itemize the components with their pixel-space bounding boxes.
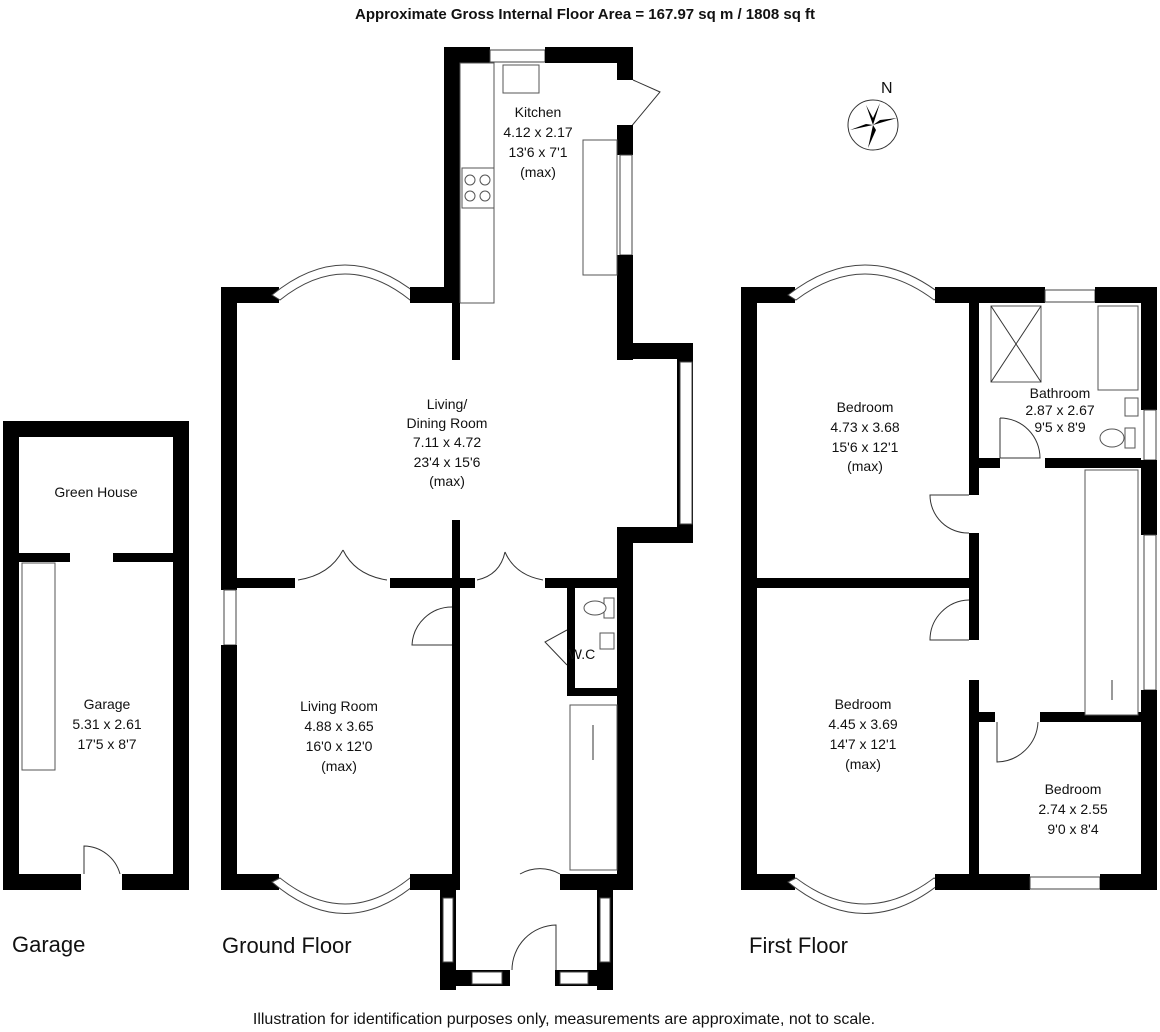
svg-text:5.31 x 2.61: 5.31 x 2.61: [72, 716, 141, 732]
label-living-dining: Living/ Dining Room 7.11 x 4.72 23'4 x 1…: [407, 396, 488, 489]
svg-text:Kitchen: Kitchen: [515, 104, 562, 120]
kitchen-door: [629, 79, 661, 129]
compass-icon: [847, 99, 899, 151]
svg-text:2.74 x 2.55: 2.74 x 2.55: [1038, 801, 1107, 817]
svg-text:16'0 x 12'0: 16'0 x 12'0: [306, 738, 373, 754]
label-living-room: Living Room 4.88 x 3.65 16'0 x 12'0 (max…: [300, 698, 378, 774]
svg-text:4.45 x 3.69: 4.45 x 3.69: [828, 716, 897, 732]
garage-plan: [3, 421, 189, 890]
svg-text:14'7 x 12'1: 14'7 x 12'1: [830, 736, 897, 752]
floor-label-garage: Garage: [12, 932, 85, 957]
svg-text:W.C: W.C: [569, 646, 595, 662]
label-bedroom-3: Bedroom 2.74 x 2.55 9'0 x 8'4: [1038, 781, 1107, 837]
svg-text:17'5 x 8'7: 17'5 x 8'7: [77, 736, 136, 752]
compass-north-label: N: [881, 80, 893, 97]
svg-text:15'6 x 12'1: 15'6 x 12'1: [832, 439, 899, 455]
label-wc: W.C: [569, 646, 595, 662]
floor-label-first: First Floor: [749, 933, 848, 958]
floor-area-header: Approximate Gross Internal Floor Area = …: [355, 6, 815, 23]
svg-text:Garage: Garage: [84, 696, 131, 712]
svg-text:23'4 x 15'6: 23'4 x 15'6: [414, 454, 481, 470]
floor-label-ground: Ground Floor: [222, 933, 352, 958]
garage-door: [83, 845, 121, 875]
svg-text:4.73 x 3.68: 4.73 x 3.68: [830, 419, 899, 435]
first-floor-plan: [741, 264, 1157, 914]
svg-text:Bedroom: Bedroom: [837, 399, 894, 415]
window: [223, 589, 237, 646]
svg-text:(max): (max): [847, 458, 883, 474]
bay-window: [271, 264, 419, 301]
svg-text:4.88 x 3.65: 4.88 x 3.65: [304, 718, 373, 734]
ground-floor-plan: [221, 47, 693, 990]
label-bedroom-1: Bedroom 4.73 x 3.68 15'6 x 12'1 (max): [830, 399, 899, 474]
svg-text:(max): (max): [845, 756, 881, 772]
svg-text:(max): (max): [520, 164, 556, 180]
svg-text:9'0 x 8'4: 9'0 x 8'4: [1047, 821, 1098, 837]
label-green-house: Green House: [54, 484, 137, 500]
svg-text:Bedroom: Bedroom: [1045, 781, 1102, 797]
svg-text:(max): (max): [429, 473, 465, 489]
svg-text:9'5 x 8'9: 9'5 x 8'9: [1034, 419, 1085, 435]
svg-text:2.87 x 2.67: 2.87 x 2.67: [1025, 402, 1094, 418]
label-garage: Garage 5.31 x 2.61 17'5 x 8'7: [72, 696, 141, 752]
svg-text:Living Room: Living Room: [300, 698, 378, 714]
svg-text:7.11 x 4.72: 7.11 x 4.72: [413, 434, 481, 450]
svg-text:Bathroom: Bathroom: [1030, 385, 1091, 401]
svg-text:Living/: Living/: [427, 396, 468, 412]
svg-text:4.12 x 2.17: 4.12 x 2.17: [503, 124, 572, 140]
window: [489, 49, 546, 63]
svg-text:(max): (max): [321, 758, 357, 774]
label-bathroom: Bathroom 2.87 x 2.67 9'5 x 8'9: [1025, 385, 1094, 435]
label-bedroom-2: Bedroom 4.45 x 3.69 14'7 x 12'1 (max): [828, 696, 897, 772]
svg-text:Green House: Green House: [54, 484, 137, 500]
svg-text:Bedroom: Bedroom: [835, 696, 892, 712]
svg-text:13'6 x 7'1: 13'6 x 7'1: [508, 144, 567, 160]
disclaimer-footer: Illustration for identification purposes…: [253, 1011, 875, 1028]
svg-text:Dining Room: Dining Room: [407, 415, 488, 431]
label-kitchen: Kitchen 4.12 x 2.17 13'6 x 7'1 (max): [503, 104, 572, 180]
